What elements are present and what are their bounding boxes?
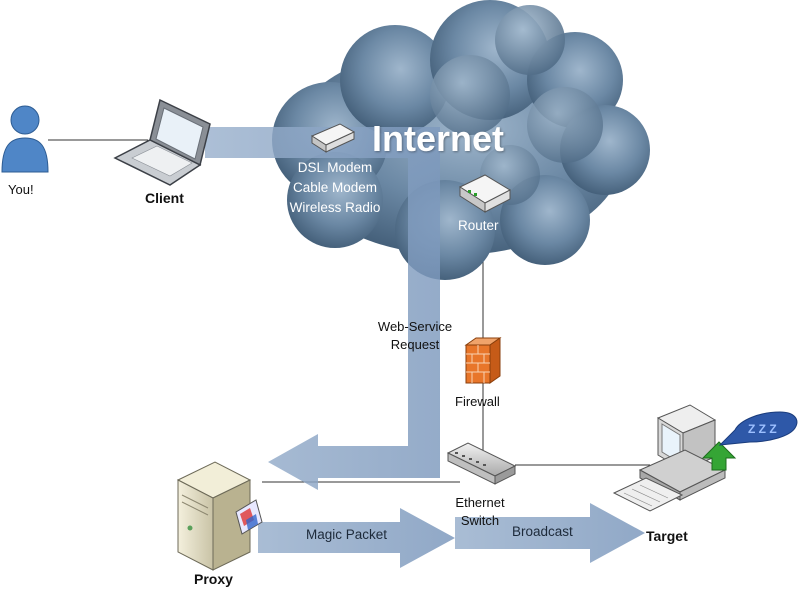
- firewall-icon: [464, 337, 502, 384]
- switch-icon: [446, 442, 517, 485]
- modem-label-2: Cable Modem: [292, 180, 378, 195]
- switch-label-2: Switch: [460, 513, 500, 528]
- modem-label-1: DSL Modem: [297, 160, 373, 175]
- internet-title: Internet: [372, 118, 505, 159]
- sleep-text: Z Z Z: [748, 422, 777, 436]
- firewall-label: Firewall: [455, 394, 500, 409]
- sleep-bubble-icon: Z Z Z: [718, 411, 798, 446]
- magic-packet-label: Magic Packet: [306, 527, 388, 542]
- client-label: Client: [145, 190, 184, 206]
- proxy-server-icon: [176, 461, 263, 571]
- request-label-1: Web-Service: [377, 319, 453, 334]
- wake-arrow-icon: [701, 441, 737, 471]
- broadcast-label: Broadcast: [512, 524, 573, 539]
- internet-cloud: [272, 0, 650, 280]
- laptop-icon: [113, 98, 211, 186]
- user-icon: [1, 105, 49, 173]
- target-computer-icon: [612, 404, 727, 512]
- router-icon: [458, 174, 512, 213]
- target-label: Target: [646, 528, 688, 544]
- request-arrow: [205, 127, 440, 490]
- modem-label-3: Wireless Radio: [289, 200, 381, 215]
- request-label-2: Request: [390, 337, 440, 352]
- router-label: Router: [458, 218, 499, 233]
- magic-packet-arrow: [258, 508, 455, 568]
- proxy-label: Proxy: [194, 571, 233, 587]
- you-label: You!: [8, 182, 34, 197]
- switch-label-1: Ethernet: [455, 495, 505, 510]
- broadcast-arrow: [455, 503, 645, 563]
- modem-icon: [310, 123, 356, 153]
